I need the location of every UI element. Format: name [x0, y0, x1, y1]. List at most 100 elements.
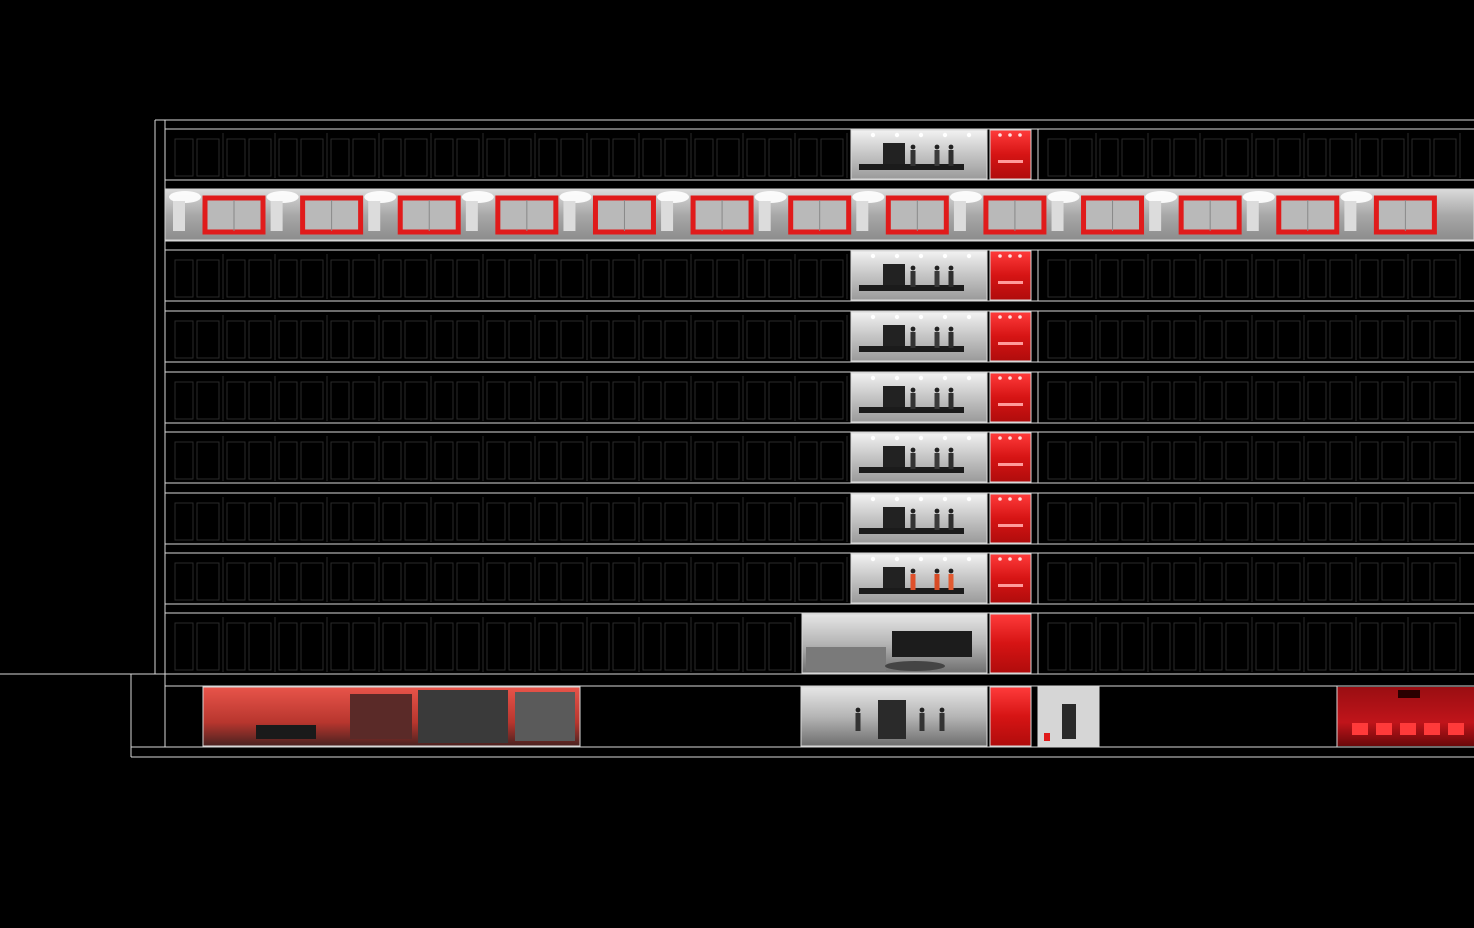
window-outline [768, 381, 792, 420]
window-outline [508, 502, 532, 541]
window-outline [664, 381, 688, 420]
window-outline [456, 381, 480, 420]
window-outline [664, 320, 688, 359]
door-outline [590, 259, 610, 298]
red-core-frame [989, 613, 1032, 674]
door-outline [1151, 320, 1171, 359]
door-outline [382, 502, 402, 541]
window-outline [1225, 562, 1249, 601]
door-outline [1411, 622, 1431, 671]
window-outline [664, 562, 688, 601]
typical-floor-rooms-west [174, 315, 848, 360]
core-step [998, 160, 1023, 163]
lobby-door [883, 446, 905, 471]
window-outline [352, 622, 376, 671]
door-outline [746, 622, 766, 671]
window-outline [560, 562, 584, 601]
typical-floor-rooms-west [174, 557, 848, 602]
door-outline [1099, 622, 1119, 671]
core-light [1008, 133, 1012, 137]
window-outline [196, 441, 220, 480]
window-outline [1173, 502, 1197, 541]
red-lift-core [990, 251, 1031, 300]
person-head [948, 265, 954, 271]
door-outline [434, 259, 454, 298]
door-outline [174, 259, 194, 298]
door-outline [486, 502, 506, 541]
window-outline [612, 502, 636, 541]
lobby-photo [851, 130, 987, 179]
lobby-door [883, 143, 905, 168]
person-head [939, 707, 945, 713]
window-outline [1329, 320, 1353, 359]
door-outline [226, 320, 246, 359]
door-outline [1411, 381, 1431, 420]
door-outline [1411, 441, 1431, 480]
window-outline [560, 320, 584, 359]
person-head [919, 707, 925, 713]
door-outline [1047, 381, 1067, 420]
door-outline [278, 259, 298, 298]
core-lobby-scene [850, 311, 1039, 362]
door-outline [1099, 320, 1119, 359]
corridor-light-wash [169, 191, 201, 203]
door-outline [486, 138, 506, 177]
window-outline [248, 441, 272, 480]
person-figure [910, 393, 916, 409]
window-outline [1277, 259, 1301, 298]
door-outline [746, 381, 766, 420]
wall-pilaster [1246, 201, 1259, 231]
core-light [1008, 436, 1012, 440]
red-door-frame [1276, 195, 1340, 235]
reception-back-glass [892, 631, 972, 657]
window-outline [612, 259, 636, 298]
ceiling-light [966, 253, 972, 259]
person-head [934, 144, 940, 150]
window-outline [456, 502, 480, 541]
wall-pilaster [563, 201, 576, 231]
window-outline [404, 259, 428, 298]
window-outline [1069, 502, 1093, 541]
window-outline [716, 138, 740, 177]
small-room-frame [1037, 686, 1100, 747]
door-outline [642, 622, 662, 671]
door-outline [1047, 441, 1067, 480]
door-outline [486, 441, 506, 480]
bookshelf [350, 694, 412, 739]
lobby-frame [850, 432, 988, 483]
door-outline [434, 381, 454, 420]
ceiling-light [942, 253, 948, 259]
person-figure [934, 393, 940, 409]
window-outline [768, 441, 792, 480]
lobby-photo [851, 312, 987, 361]
ceiling-light [894, 375, 900, 381]
person-figure [934, 453, 940, 469]
door-outline [382, 381, 402, 420]
window-outline [196, 259, 220, 298]
person-head [910, 144, 916, 150]
lobby-bench [859, 467, 964, 473]
door-outline [174, 381, 194, 420]
lobby-door [883, 507, 905, 532]
door-outline [1307, 381, 1327, 420]
door-outline [278, 562, 298, 601]
window-outline [768, 320, 792, 359]
typical-floor-rooms-west [174, 254, 848, 299]
window-outline [820, 441, 844, 480]
corridor-frame [164, 189, 1474, 241]
window-outline [1381, 441, 1405, 480]
door-outline [1359, 320, 1379, 359]
door-outline [1047, 259, 1067, 298]
window-outline [1069, 441, 1093, 480]
person-head [934, 568, 940, 574]
core-light [1018, 436, 1022, 440]
door-outline [486, 562, 506, 601]
red-door-frame [495, 195, 559, 235]
window-outline [508, 320, 532, 359]
door-outline [1307, 138, 1327, 177]
ceiling-light [870, 496, 876, 502]
door-outline [434, 502, 454, 541]
window-outline [508, 622, 532, 671]
